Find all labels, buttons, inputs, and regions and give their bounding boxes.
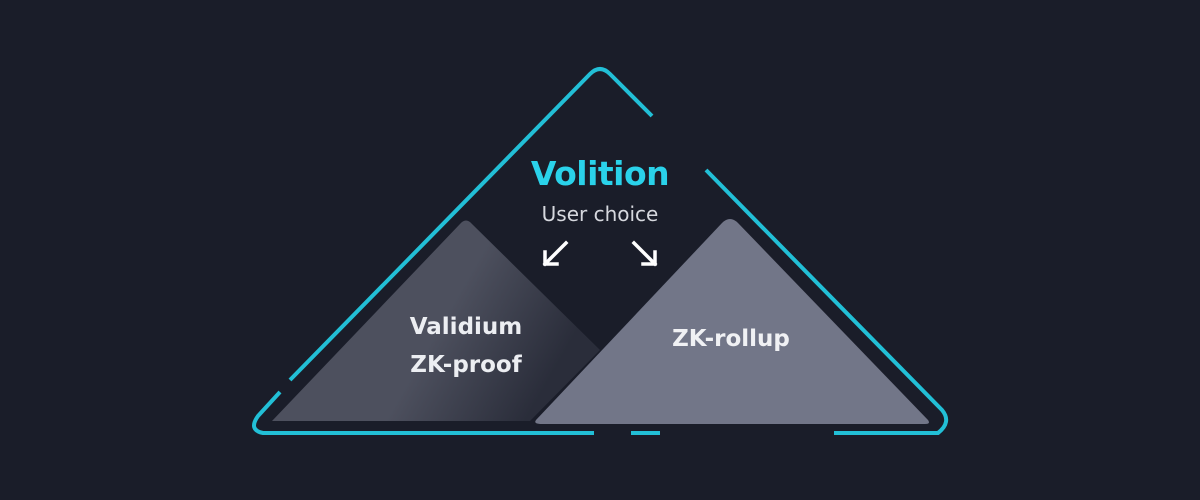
diagram-subtitle: User choice [541,202,659,226]
validium-triangle [272,220,600,421]
outer-triangle-outline [252,67,949,435]
zk-rollup-label: ZK-rollup [672,326,790,352]
validium-label-line2: ZK-proof [410,352,522,378]
validium-label-line1: Validium [409,314,523,340]
arrow-down-right-icon [631,240,658,267]
diagram-title: Volition [530,154,670,193]
outline-segment-right [704,168,949,435]
zk-rollup-triangle [535,219,929,424]
outline-segment-top [288,67,654,382]
validium-label: Validium ZK-proof [410,308,523,384]
outline-segment-bottom-left [252,390,594,435]
arrow-down-left-icon [542,240,569,267]
